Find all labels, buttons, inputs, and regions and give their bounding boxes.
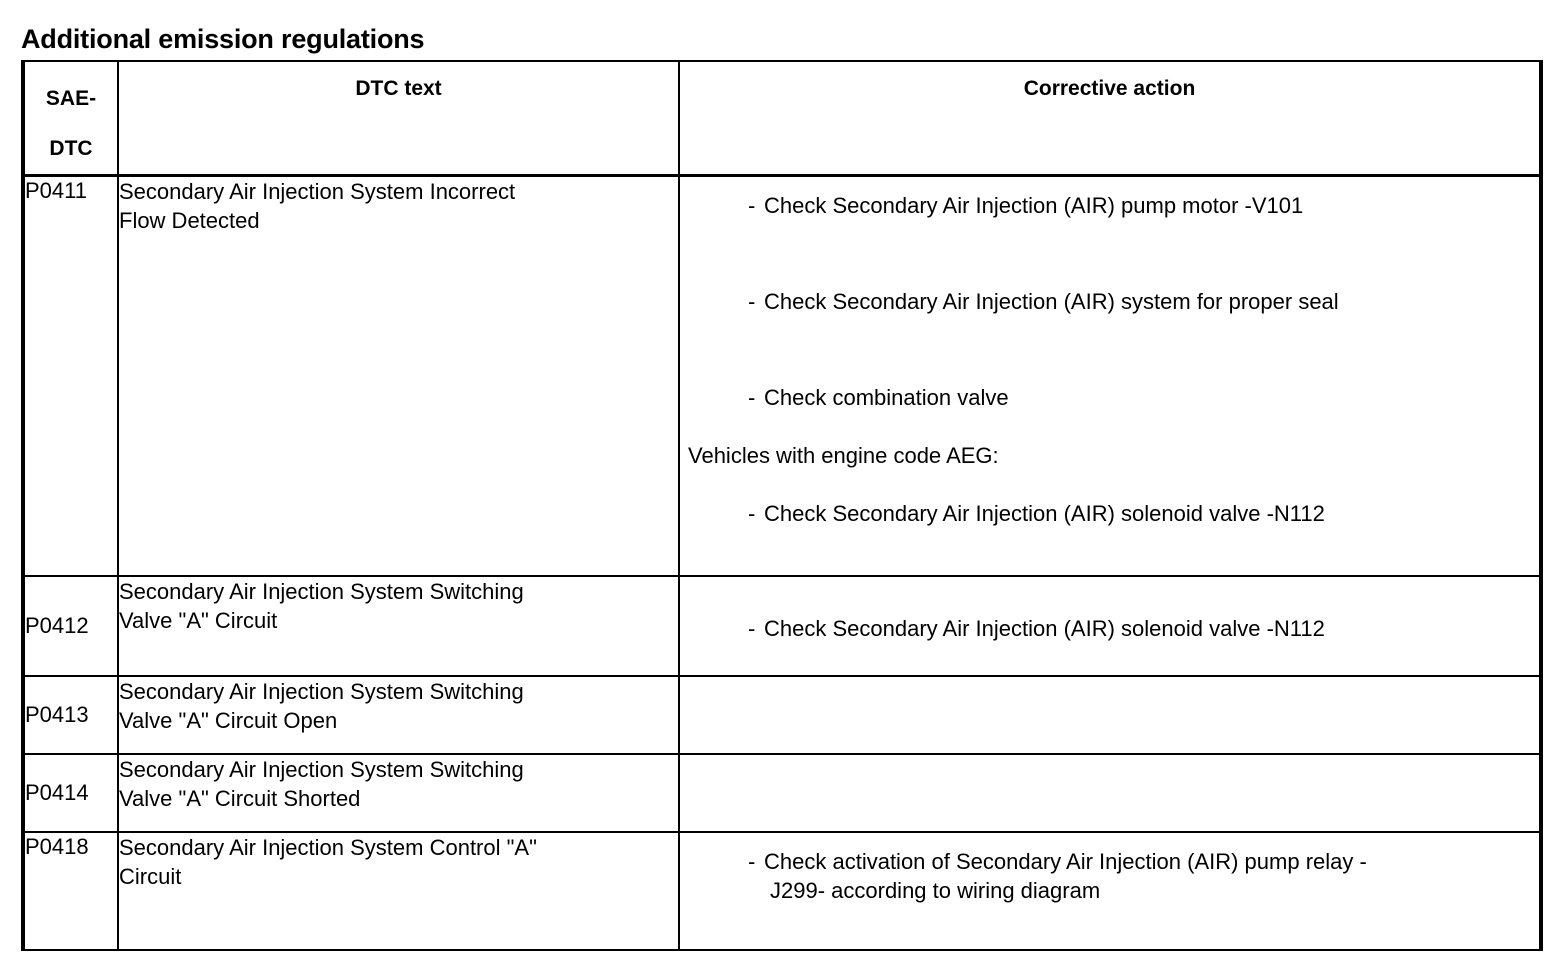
table-row: P0414 Secondary Air Injection System Swi… bbox=[21, 752, 1543, 833]
table-header: SAE- DTC DTC text Corrective action bbox=[21, 60, 1543, 177]
dtc-text-line: Secondary Air Injection System Switching bbox=[119, 578, 524, 604]
table-row: P0411 Secondary Air Injection System Inc… bbox=[21, 174, 1543, 577]
table-row: P0412 Secondary Air Injection System Swi… bbox=[21, 574, 1543, 677]
corrective-action-item: - Check Secondary Air Injection (AIR) pu… bbox=[680, 191, 1539, 220]
dtc-text-line: Secondary Air Injection System Switching bbox=[119, 756, 524, 782]
dash-bullet-icon: - bbox=[748, 193, 756, 218]
column-header-dtc-text: DTC text bbox=[117, 60, 680, 177]
dtc-text-line: Valve "A" Circuit bbox=[119, 607, 278, 633]
cell-corrective-action: - Check Secondary Air Injection (AIR) pu… bbox=[678, 174, 1543, 577]
dtc-text-line: Valve "A" Circuit Shorted bbox=[119, 785, 361, 811]
corrective-action-item: - Check combination valve bbox=[680, 383, 1539, 412]
cell-sae-dtc-code: P0411 bbox=[21, 174, 119, 577]
cell-corrective-action bbox=[678, 752, 1543, 833]
cell-dtc-text: Secondary Air Injection System Switching… bbox=[117, 752, 680, 833]
cell-sae-dtc-code: P0412 bbox=[21, 574, 119, 677]
corrective-action-item: - Check Secondary Air Injection (AIR) sy… bbox=[680, 287, 1539, 316]
cell-corrective-action: - Check activation of Secondary Air Inje… bbox=[678, 830, 1543, 951]
cell-sae-dtc-code: P0414 bbox=[21, 752, 119, 833]
dash-bullet-icon: - bbox=[748, 385, 756, 410]
corrective-action-item: - Check activation of Secondary Air Inje… bbox=[680, 847, 1539, 905]
dtc-text-line: Circuit bbox=[119, 863, 182, 889]
column-header-sae-line: SAE- bbox=[45, 87, 97, 110]
page-title: Additional emission regulations bbox=[21, 24, 425, 55]
corrective-action-text-line: J299- according to wiring diagram bbox=[770, 877, 1101, 903]
corrective-action-list: - Check Secondary Air Injection (AIR) pu… bbox=[680, 177, 1539, 528]
corrective-action-text-line: Check activation of Secondary Air Inject… bbox=[764, 848, 1367, 874]
corrective-action-list: - Check Secondary Air Injection (AIR) so… bbox=[680, 577, 1539, 643]
cell-dtc-text: Secondary Air Injection System Incorrect… bbox=[117, 174, 680, 577]
cell-corrective-action bbox=[678, 674, 1543, 755]
corrective-action-item: - Check Secondary Air Injection (AIR) so… bbox=[680, 499, 1539, 528]
corrective-action-text: Check combination valve bbox=[764, 385, 1009, 410]
dtc-text-line: Secondary Air Injection System Incorrect bbox=[119, 179, 516, 204]
column-header-dtc-line: DTC bbox=[49, 137, 93, 160]
dash-bullet-icon: - bbox=[748, 615, 756, 641]
cell-sae-dtc-code: P0418 bbox=[21, 830, 119, 951]
cell-corrective-action: - Check Secondary Air Injection (AIR) so… bbox=[678, 574, 1543, 677]
corrective-action-text: Check Secondary Air Injection (AIR) sole… bbox=[764, 501, 1325, 526]
dash-bullet-icon: - bbox=[748, 848, 756, 874]
corrective-action-item: - Check Secondary Air Injection (AIR) so… bbox=[680, 614, 1539, 643]
dtc-text-line: Flow Detected bbox=[119, 208, 260, 233]
corrective-action-text: Check activation of Secondary Air Inject… bbox=[764, 847, 1529, 905]
table-body: P0411 Secondary Air Injection System Inc… bbox=[21, 174, 1543, 951]
corrective-action-list: - Check activation of Secondary Air Inje… bbox=[680, 833, 1539, 905]
corrective-action-text: Check Secondary Air Injection (AIR) syst… bbox=[764, 289, 1339, 314]
table-row: P0413 Secondary Air Injection System Swi… bbox=[21, 674, 1543, 755]
column-header-sae-dtc: SAE- DTC bbox=[21, 60, 119, 177]
dash-bullet-icon: - bbox=[748, 289, 756, 314]
corrective-action-text: Check Secondary Air Injection (AIR) pump… bbox=[764, 193, 1304, 218]
table-row: P0418 Secondary Air Injection System Con… bbox=[21, 830, 1543, 951]
cell-dtc-text: Secondary Air Injection System Switching… bbox=[117, 574, 680, 677]
dash-bullet-icon: - bbox=[748, 501, 756, 526]
dtc-table: SAE- DTC DTC text Corrective action P041… bbox=[21, 60, 1543, 951]
cell-sae-dtc-code: P0413 bbox=[21, 674, 119, 755]
column-header-corrective-action: Corrective action bbox=[678, 60, 1543, 177]
cell-dtc-text: Secondary Air Injection System Control "… bbox=[117, 830, 680, 951]
dtc-text-line: Secondary Air Injection System Switching bbox=[119, 678, 524, 704]
corrective-action-text: Check Secondary Air Injection (AIR) sole… bbox=[764, 615, 1325, 641]
header-row: SAE- DTC DTC text Corrective action bbox=[21, 60, 1543, 177]
dtc-text-line: Valve "A" Circuit Open bbox=[119, 707, 338, 733]
corrective-action-note: Vehicles with engine code AEG: bbox=[688, 443, 999, 468]
cell-dtc-text: Secondary Air Injection System Switching… bbox=[117, 674, 680, 755]
dtc-text-line: Secondary Air Injection System Control "… bbox=[119, 834, 537, 860]
